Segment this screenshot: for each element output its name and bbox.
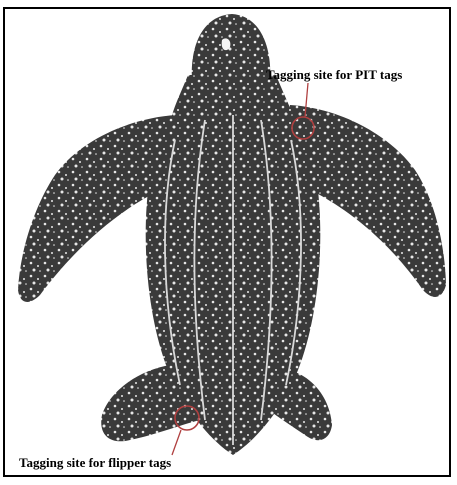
flipper-tag-label: Tagging site for flipper tags [19,455,171,471]
pit-tag-label: Tagging site for PIT tags [266,67,402,83]
flipper-tag-leader [172,430,181,455]
